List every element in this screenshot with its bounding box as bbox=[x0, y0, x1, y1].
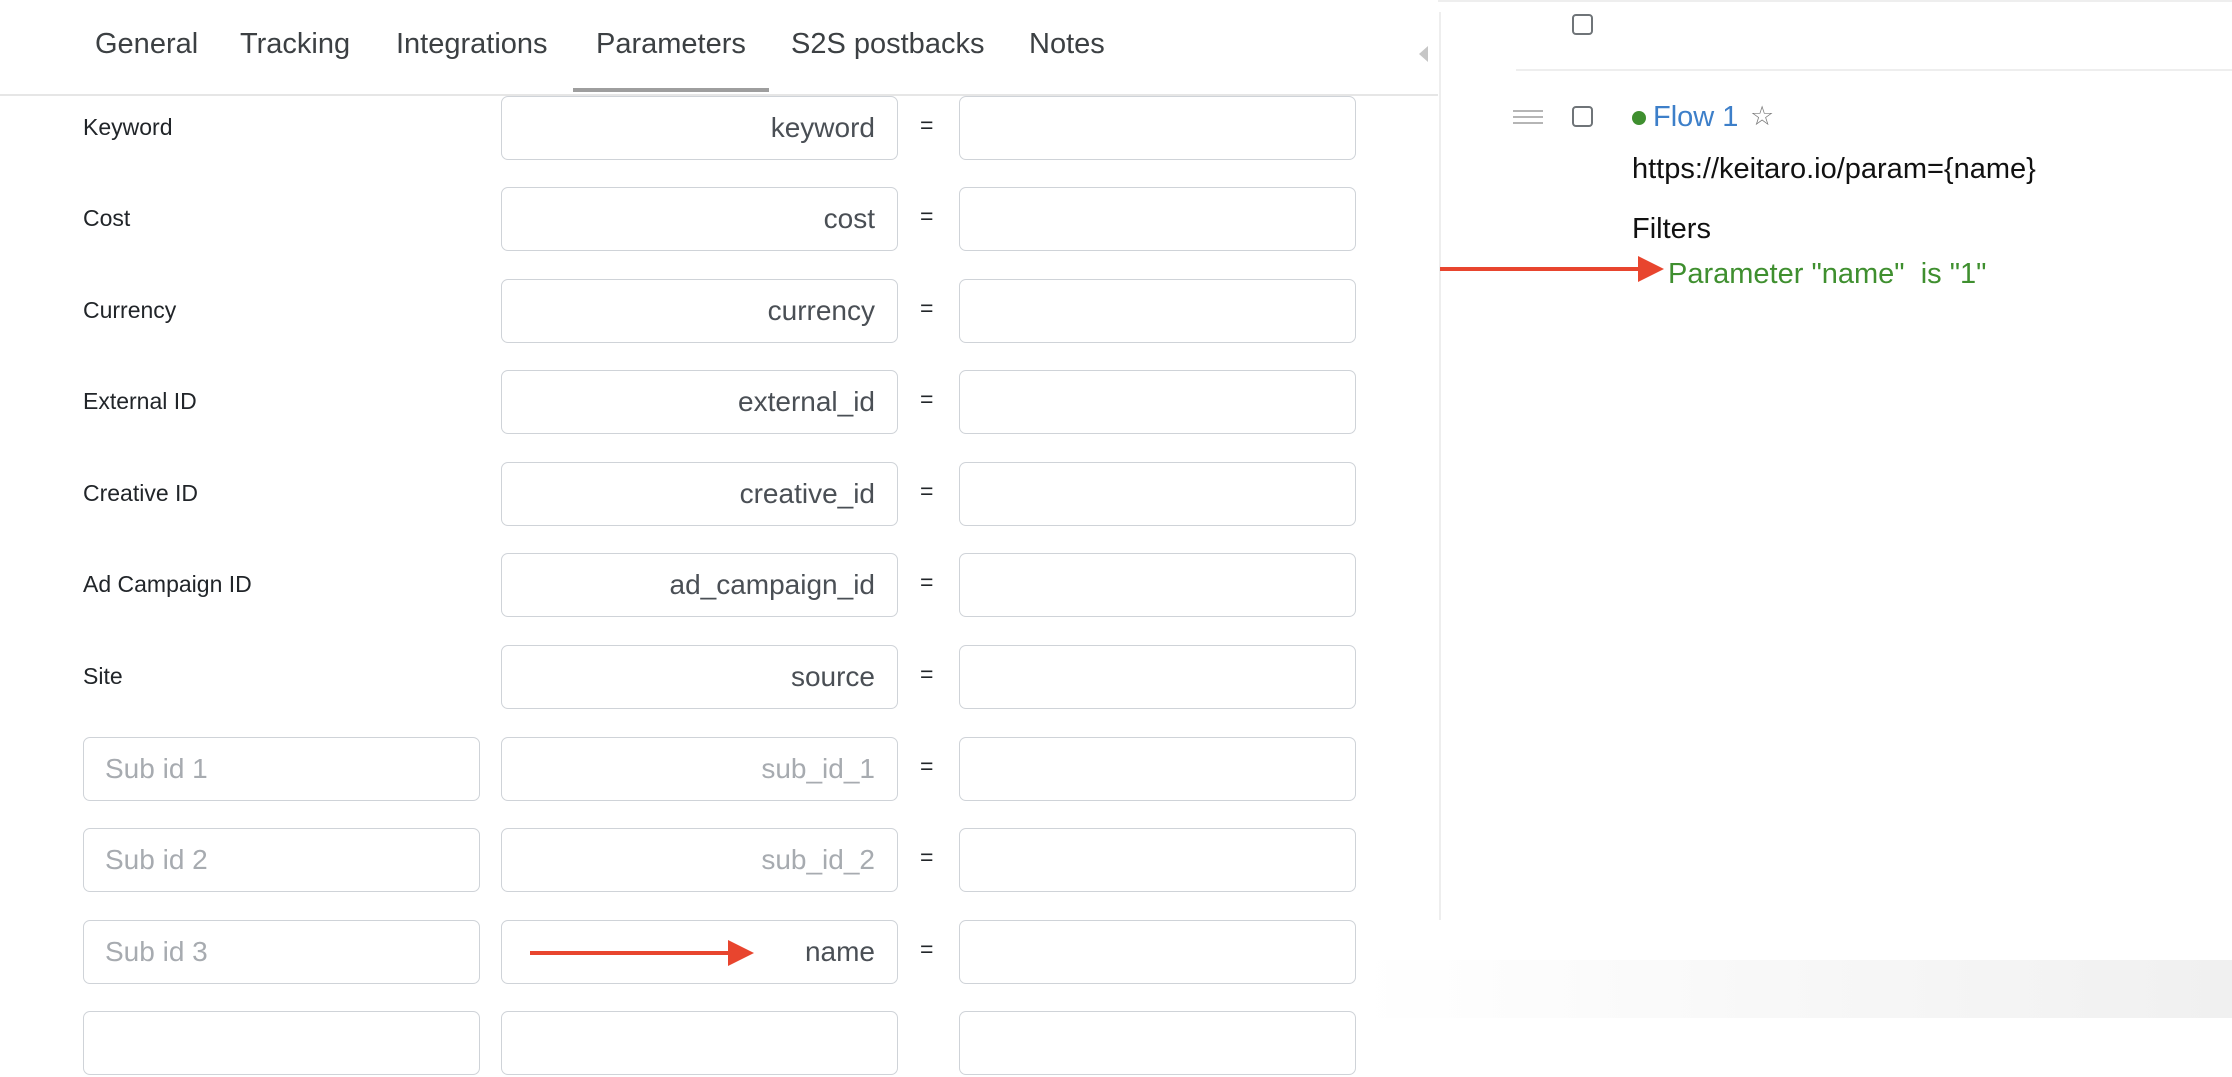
param-value-input[interactable] bbox=[959, 462, 1356, 526]
param-row-keyword: Keyword keyword = bbox=[0, 96, 1438, 162]
flow-checkbox[interactable] bbox=[1572, 106, 1593, 127]
equals-sign: = bbox=[920, 112, 934, 138]
flow-url: https://keitaro.io/param={name} bbox=[1632, 153, 2036, 185]
param-value-input[interactable] bbox=[959, 553, 1356, 617]
param-value-input[interactable] bbox=[959, 96, 1356, 160]
equals-sign: = bbox=[920, 203, 934, 229]
equals-sign: = bbox=[920, 753, 934, 779]
param-key-input[interactable]: external_id bbox=[501, 370, 898, 434]
tab-general[interactable]: General bbox=[95, 28, 199, 60]
param-label: External ID bbox=[83, 388, 197, 414]
param-key-input[interactable]: creative_id bbox=[501, 462, 898, 526]
param-row-sub-id-1: Sub id 1 sub_id_1 = bbox=[0, 737, 1438, 803]
equals-sign: = bbox=[920, 844, 934, 870]
tab-integrations[interactable]: Integrations bbox=[396, 28, 548, 60]
equals-sign: = bbox=[920, 386, 934, 412]
param-row-sub-id-2: Sub id 2 sub_id_2 = bbox=[0, 828, 1438, 894]
param-value-input[interactable] bbox=[959, 370, 1356, 434]
flow-status-dot-icon bbox=[1632, 111, 1646, 125]
sub-id-name-input[interactable] bbox=[83, 1011, 480, 1075]
param-label: Keyword bbox=[83, 114, 173, 140]
annotation-arrow-icon bbox=[1440, 256, 1664, 282]
flow-name-link[interactable]: Flow 1 bbox=[1653, 101, 1739, 133]
shadow-overlay bbox=[1360, 960, 2232, 1018]
param-key-input[interactable]: sub_id_1 bbox=[501, 737, 898, 801]
equals-sign: = bbox=[920, 569, 934, 595]
drag-handle-icon[interactable] bbox=[1513, 110, 1543, 128]
param-label: Currency bbox=[83, 297, 177, 323]
tab-bar: General Tracking Integrations Parameters… bbox=[0, 0, 1438, 96]
param-row-currency: Currency currency = bbox=[0, 279, 1438, 345]
sub-id-name-input[interactable]: Sub id 2 bbox=[83, 828, 480, 892]
param-value-input[interactable] bbox=[959, 828, 1356, 892]
param-key-input[interactable]: ad_campaign_id bbox=[501, 553, 898, 617]
panel-divider bbox=[1439, 12, 1441, 920]
param-key-input[interactable]: keyword bbox=[501, 96, 898, 160]
divider bbox=[1438, 0, 2232, 2]
param-row-next bbox=[0, 1011, 1438, 1077]
param-row-ad-campaign-id: Ad Campaign ID ad_campaign_id = bbox=[0, 553, 1438, 619]
tab-s2s-postbacks[interactable]: S2S postbacks bbox=[791, 28, 985, 60]
equals-sign: = bbox=[920, 295, 934, 321]
param-value-input[interactable] bbox=[959, 645, 1356, 709]
divider bbox=[1516, 69, 2232, 71]
param-row-external-id: External ID external_id = bbox=[0, 370, 1438, 436]
param-key-input[interactable]: sub_id_2 bbox=[501, 828, 898, 892]
param-row-creative-id: Creative ID creative_id = bbox=[0, 462, 1438, 528]
sub-id-name-input[interactable]: Sub id 1 bbox=[83, 737, 480, 801]
filter-rule[interactable]: Parameter "name" is "1" bbox=[1668, 258, 1987, 290]
filters-title: Filters bbox=[1632, 213, 1711, 245]
param-key-input[interactable] bbox=[501, 1011, 898, 1075]
star-outline-icon[interactable]: ☆ bbox=[1750, 101, 1775, 131]
param-value-input[interactable] bbox=[959, 187, 1356, 251]
equals-sign: = bbox=[920, 478, 934, 504]
param-label: Ad Campaign ID bbox=[83, 571, 252, 597]
tab-tracking[interactable]: Tracking bbox=[240, 28, 351, 60]
param-label: Cost bbox=[83, 205, 131, 231]
tabs-scroll-left-icon[interactable] bbox=[1419, 46, 1428, 62]
param-row-site: Site source = bbox=[0, 645, 1438, 711]
param-value-input[interactable] bbox=[959, 1011, 1356, 1075]
param-row-cost: Cost cost = bbox=[0, 187, 1438, 253]
active-tab-indicator bbox=[573, 88, 769, 92]
param-key-input[interactable]: source bbox=[501, 645, 898, 709]
annotation-arrow-icon bbox=[530, 940, 754, 966]
param-value-input[interactable] bbox=[959, 279, 1356, 343]
param-label: Creative ID bbox=[83, 480, 199, 506]
sub-id-name-input[interactable]: Sub id 3 bbox=[83, 920, 480, 984]
equals-sign: = bbox=[920, 661, 934, 687]
param-value-input[interactable] bbox=[959, 737, 1356, 801]
param-value-input[interactable] bbox=[959, 920, 1356, 984]
tab-notes[interactable]: Notes bbox=[1029, 28, 1105, 60]
param-label: Site bbox=[83, 663, 123, 689]
equals-sign: = bbox=[920, 936, 934, 962]
param-key-input[interactable]: cost bbox=[501, 187, 898, 251]
tab-parameters[interactable]: Parameters bbox=[596, 28, 746, 60]
param-row-sub-id-3: Sub id 3 name = bbox=[0, 920, 1438, 986]
param-key-input[interactable]: currency bbox=[501, 279, 898, 343]
select-all-checkbox[interactable] bbox=[1572, 14, 1593, 35]
